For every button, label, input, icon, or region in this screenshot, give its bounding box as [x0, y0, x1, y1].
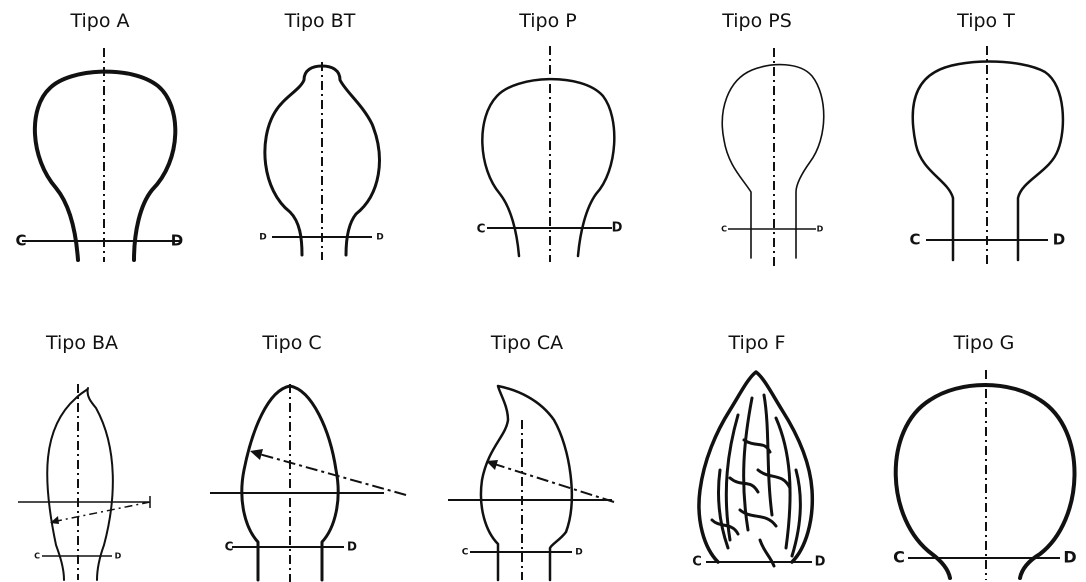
bulb-title: Tipo A [69, 10, 129, 32]
bulb-title: Tipo BA [45, 332, 118, 354]
arrowhead [50, 516, 59, 524]
label-c: C [721, 225, 727, 234]
bulb-tipo-a: Tipo A C D [15, 10, 183, 262]
bulb-outline [911, 60, 1065, 262]
bulb-tipo-p: Tipo P C D [477, 10, 623, 262]
label-d: D [1053, 231, 1065, 249]
bulb-outline [46, 387, 114, 581]
bulb-outline [481, 77, 616, 258]
angle-line [251, 451, 407, 496]
label-c: C [34, 552, 40, 561]
label-d-left: D [259, 233, 266, 243]
bulb-title: Tipo F [728, 332, 786, 354]
arrowhead [250, 449, 263, 460]
label-c: C [477, 222, 486, 236]
angle-line [487, 461, 615, 503]
bulb-tipo-ps: Tipo PS C D [721, 10, 825, 268]
arrowhead [486, 460, 498, 470]
bulb-title: Tipo T [956, 10, 1015, 32]
bulb-tipo-c: Tipo C C D [210, 332, 407, 582]
bulb-outline [721, 63, 825, 259]
angle-line [51, 501, 151, 523]
bulb-outline [479, 384, 573, 582]
bulb-title: Tipo CA [490, 332, 563, 354]
bulb-tipo-bt: Tipo BT D D [259, 10, 384, 260]
bulb-title: Tipo P [518, 10, 576, 32]
label-c: C [225, 540, 234, 554]
bulb-outline [697, 370, 815, 564]
label-c: C [462, 548, 469, 558]
label-d: D [115, 552, 122, 561]
label-c: C [893, 548, 905, 567]
label-d: D [815, 555, 826, 570]
label-c: C [692, 555, 702, 570]
bulb-tipo-t: Tipo T C D [909, 10, 1065, 268]
bulb-tipo-ba: Tipo BA C D [18, 332, 151, 581]
bulb-title: Tipo PS [721, 10, 792, 32]
bulb-tipo-f: Tipo F C D [692, 332, 825, 570]
label-c: C [909, 231, 920, 249]
label-d: D [171, 232, 183, 250]
label-d: D [612, 221, 623, 236]
bulb-title: Tipo C [261, 332, 321, 354]
label-c: C [15, 232, 26, 250]
bulb-tipo-ca: Tipo CA C D [448, 332, 615, 582]
bulb-title: Tipo BT [284, 10, 356, 32]
label-d: D [817, 225, 824, 234]
label-d: D [347, 540, 357, 554]
bulb-tipo-g: Tipo G C D [893, 332, 1077, 580]
bulb-outline [32, 69, 178, 262]
label-d: D [575, 548, 582, 558]
label-d-right: D [376, 233, 383, 243]
bulb-title: Tipo G [953, 332, 1015, 354]
label-d: D [1063, 548, 1076, 567]
flame-texture [710, 393, 802, 568]
